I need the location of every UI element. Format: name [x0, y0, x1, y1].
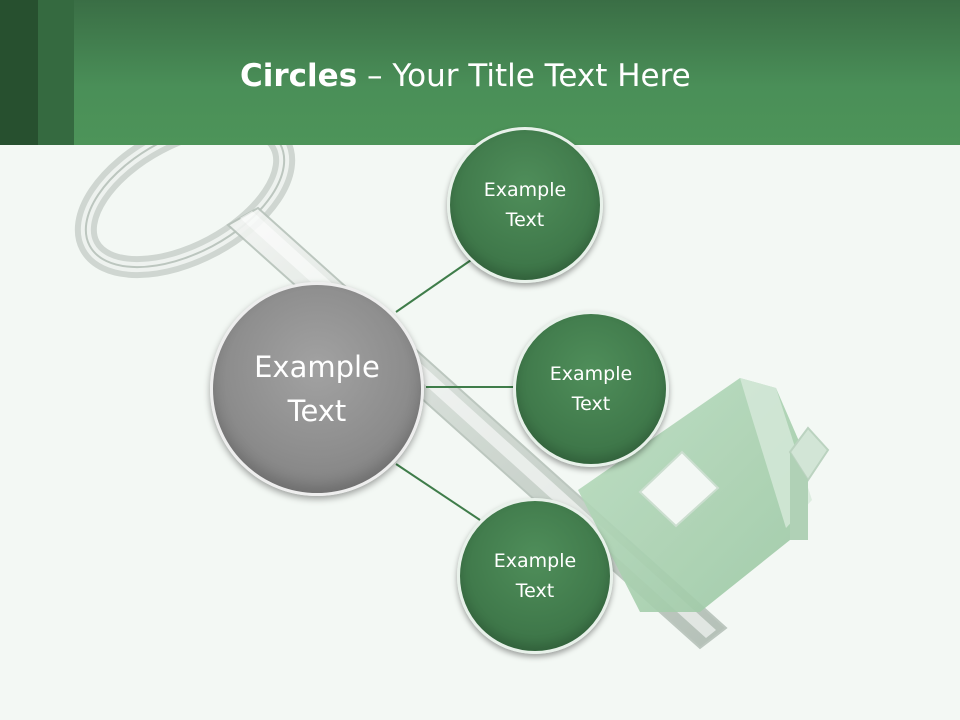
- center-circle-label: Example Text: [254, 350, 380, 428]
- bottom-circle[interactable]: Example Text: [457, 498, 613, 654]
- house-shape: [578, 378, 830, 612]
- header-accent-mid: [38, 0, 74, 145]
- bottom-circle-label: Example Text: [493, 550, 577, 602]
- connector-top: [395, 257, 475, 313]
- title-bar: Circles – Your Title Text Here: [0, 0, 960, 145]
- middle-circle-label: Example Text: [549, 363, 633, 415]
- center-circle[interactable]: Example Text: [210, 282, 424, 496]
- top-circle[interactable]: Example Text: [447, 127, 603, 283]
- connector-bottom: [395, 463, 481, 521]
- title-rest: – Your Title Text Here: [357, 58, 691, 94]
- top-circle-label: Example Text: [483, 179, 567, 231]
- title-bold: Circles: [240, 58, 358, 94]
- header-accent-dark: [0, 0, 38, 145]
- slide-title[interactable]: Circles – Your Title Text Here: [240, 54, 691, 98]
- connectors: [395, 257, 516, 521]
- middle-circle[interactable]: Example Text: [513, 311, 669, 467]
